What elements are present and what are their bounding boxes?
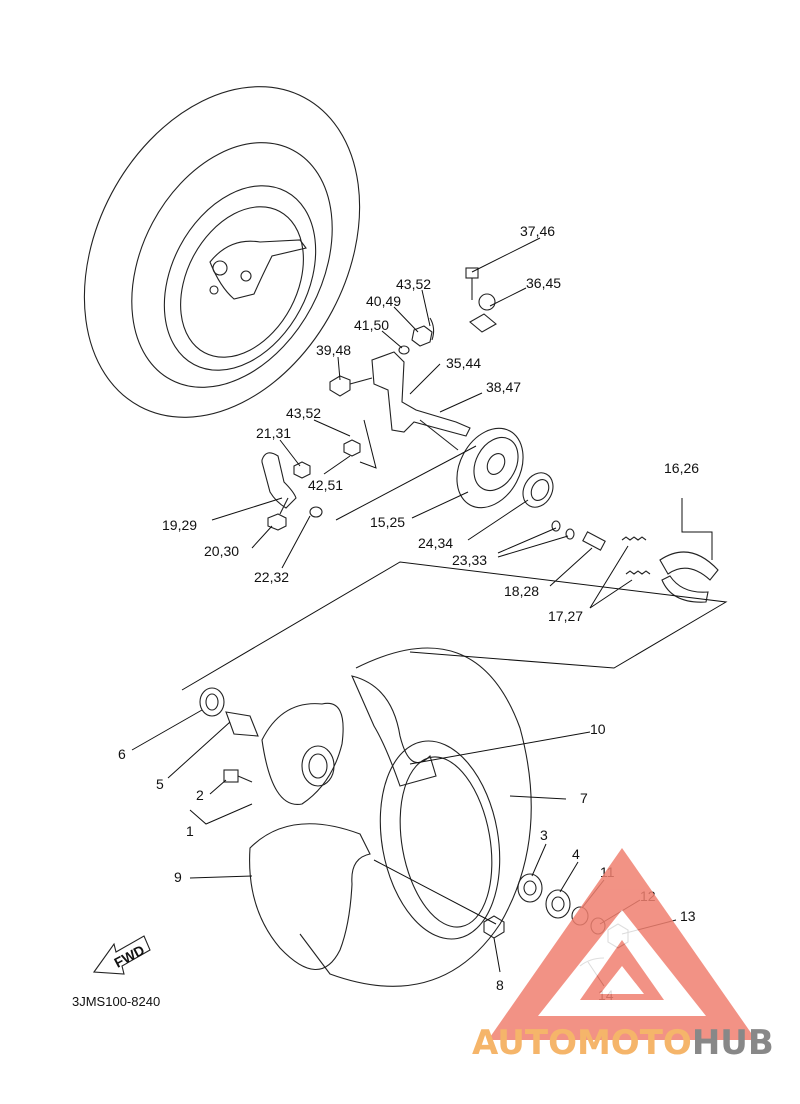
knuckle-assembly-parts — [261, 267, 719, 603]
leader-lines — [131, 237, 677, 987]
callout-8: 8 — [496, 977, 504, 993]
callout-21-31: 21,31 — [256, 425, 291, 441]
callout-24-34: 24,34 — [418, 535, 453, 551]
callout-37-46: 37,46 — [520, 223, 555, 239]
callout-15-25: 15,25 — [370, 514, 405, 530]
diagram-code: 3JMS100-8240 — [72, 994, 160, 1009]
watermark-triangle-icon — [488, 848, 756, 1040]
callout-16-26: 16,26 — [664, 460, 699, 476]
front-wheel-illustration — [199, 647, 629, 987]
callout-41-50: 41,50 — [354, 317, 389, 333]
watermark-text-automoto: AUTOMOTO — [472, 1023, 692, 1063]
callout-labels: 37,46 36,45 43,52 40,49 41,50 39,48 35,4… — [118, 223, 699, 1003]
callout-23-33: 23,33 — [452, 552, 487, 568]
callout-9: 9 — [174, 869, 182, 885]
callout-39-48: 39,48 — [316, 342, 351, 358]
callout-42-51: 42,51 — [308, 477, 343, 493]
callout-10: 10 — [590, 721, 606, 737]
watermark-text-hub: HUB — [692, 1023, 774, 1063]
automotohub-watermark: AUTOMOTOHUB — [472, 848, 774, 1063]
callout-36-45: 36,45 — [526, 275, 561, 291]
callout-7: 7 — [580, 790, 588, 806]
callout-38-47: 38,47 — [486, 379, 521, 395]
group-frame-lines — [181, 419, 728, 825]
callout-17-27: 17,27 — [548, 608, 583, 624]
callout-43-52-top: 43,52 — [396, 276, 431, 292]
callout-13: 13 — [680, 908, 696, 924]
fwd-label: FWD — [111, 942, 147, 971]
callout-43-52-mid: 43,52 — [286, 405, 321, 421]
callout-4: 4 — [572, 846, 580, 862]
callout-3: 3 — [540, 827, 548, 843]
callout-6: 6 — [118, 746, 126, 762]
callout-19-29: 19,29 — [162, 517, 197, 533]
rear-tire-illustration — [83, 86, 361, 418]
fwd-arrow-icon: FWD — [92, 935, 151, 975]
callout-1: 1 — [186, 823, 194, 839]
callout-40-49: 40,49 — [366, 293, 401, 309]
callout-22-32: 22,32 — [254, 569, 289, 585]
callout-18-28: 18,28 — [504, 583, 539, 599]
callout-2: 2 — [196, 787, 204, 803]
svg-text:AUTOMOTOHUB: AUTOMOTOHUB — [472, 1023, 774, 1063]
callout-20-30: 20,30 — [204, 543, 239, 559]
callout-5: 5 — [156, 776, 164, 792]
callout-35-44: 35,44 — [446, 355, 481, 371]
